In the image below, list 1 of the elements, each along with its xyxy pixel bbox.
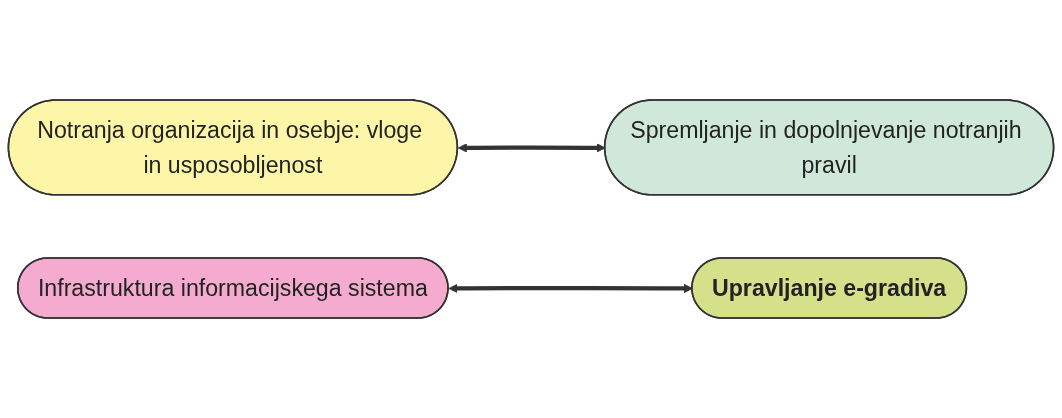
arrow <box>448 283 693 294</box>
